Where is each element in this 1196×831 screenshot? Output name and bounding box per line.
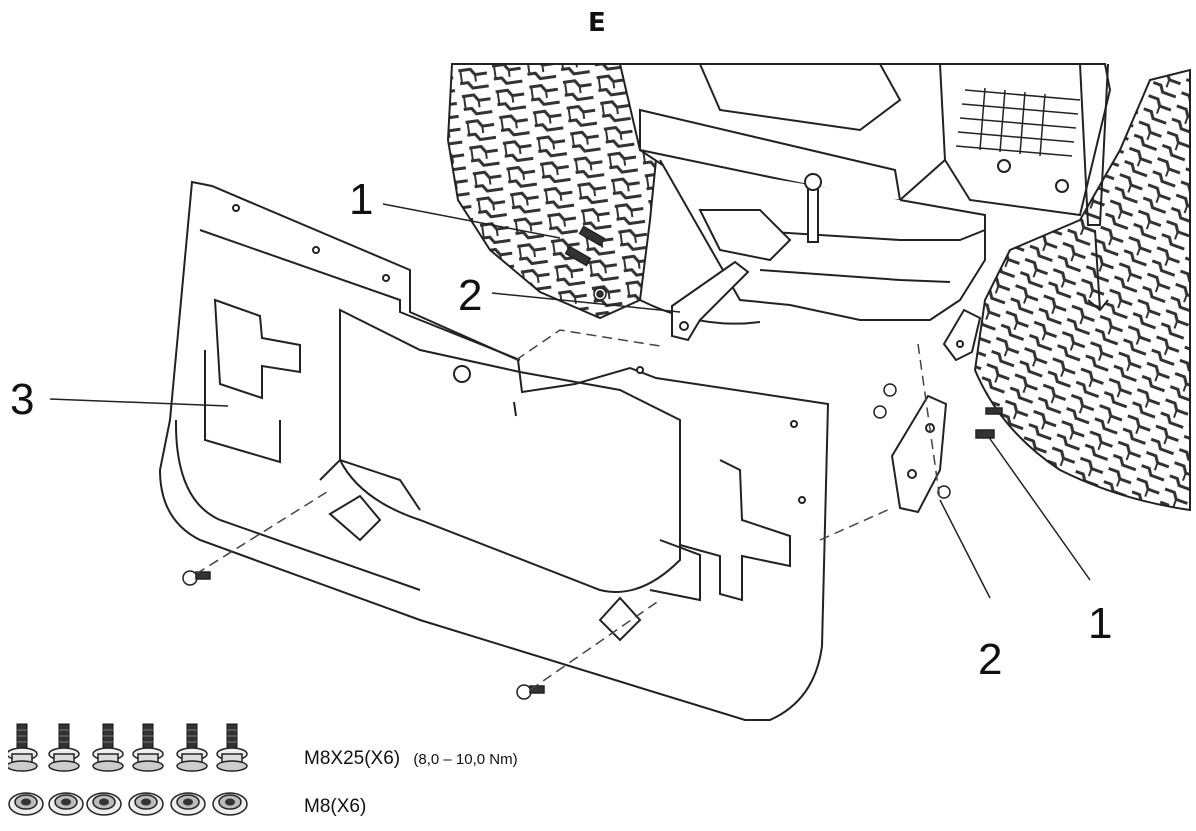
bolt-icon <box>8 723 38 772</box>
bolt-spec-line: M8X25(X6) (8,0 – 10,0 Nm) <box>304 748 518 770</box>
nut-spec: M8(X6) <box>304 796 367 817</box>
vent-grille <box>955 87 1081 157</box>
panel-bolts <box>182 570 545 700</box>
nut-icon <box>86 792 122 816</box>
nut-icon <box>128 792 164 816</box>
rear-panel <box>158 180 830 721</box>
bolt-torque: (8,0 – 10,0 Nm) <box>413 751 518 768</box>
nut-icon <box>8 792 44 816</box>
callout-2-left: 2 <box>458 271 483 320</box>
left-tire <box>446 63 761 325</box>
bolt-spec: M8X25(X6) <box>304 748 401 769</box>
nut-icon <box>212 792 248 816</box>
right-tire <box>973 68 1191 512</box>
bolt-icon <box>92 723 124 772</box>
hardware-legend-icons <box>8 723 248 816</box>
left-bracket <box>671 260 750 342</box>
right-bracket <box>890 394 948 514</box>
nut-icon <box>48 792 84 816</box>
assembly-lines <box>195 329 941 691</box>
bolt-icon <box>48 723 80 772</box>
nut-icon <box>170 792 206 816</box>
right-plate <box>942 308 982 362</box>
callout-1-right: 1 <box>1088 599 1113 648</box>
frame-bolts <box>564 225 1003 499</box>
bolt-icon <box>176 723 208 772</box>
tractor-chassis <box>618 63 1112 321</box>
section-letter: E <box>588 8 606 38</box>
leader-lines <box>49 203 1091 599</box>
bolt-icon <box>216 723 248 772</box>
callout-2-right: 2 <box>978 635 1003 684</box>
bolt-icon <box>132 723 164 772</box>
callout-1-top: 1 <box>349 175 374 224</box>
callout-3: 3 <box>10 375 35 424</box>
